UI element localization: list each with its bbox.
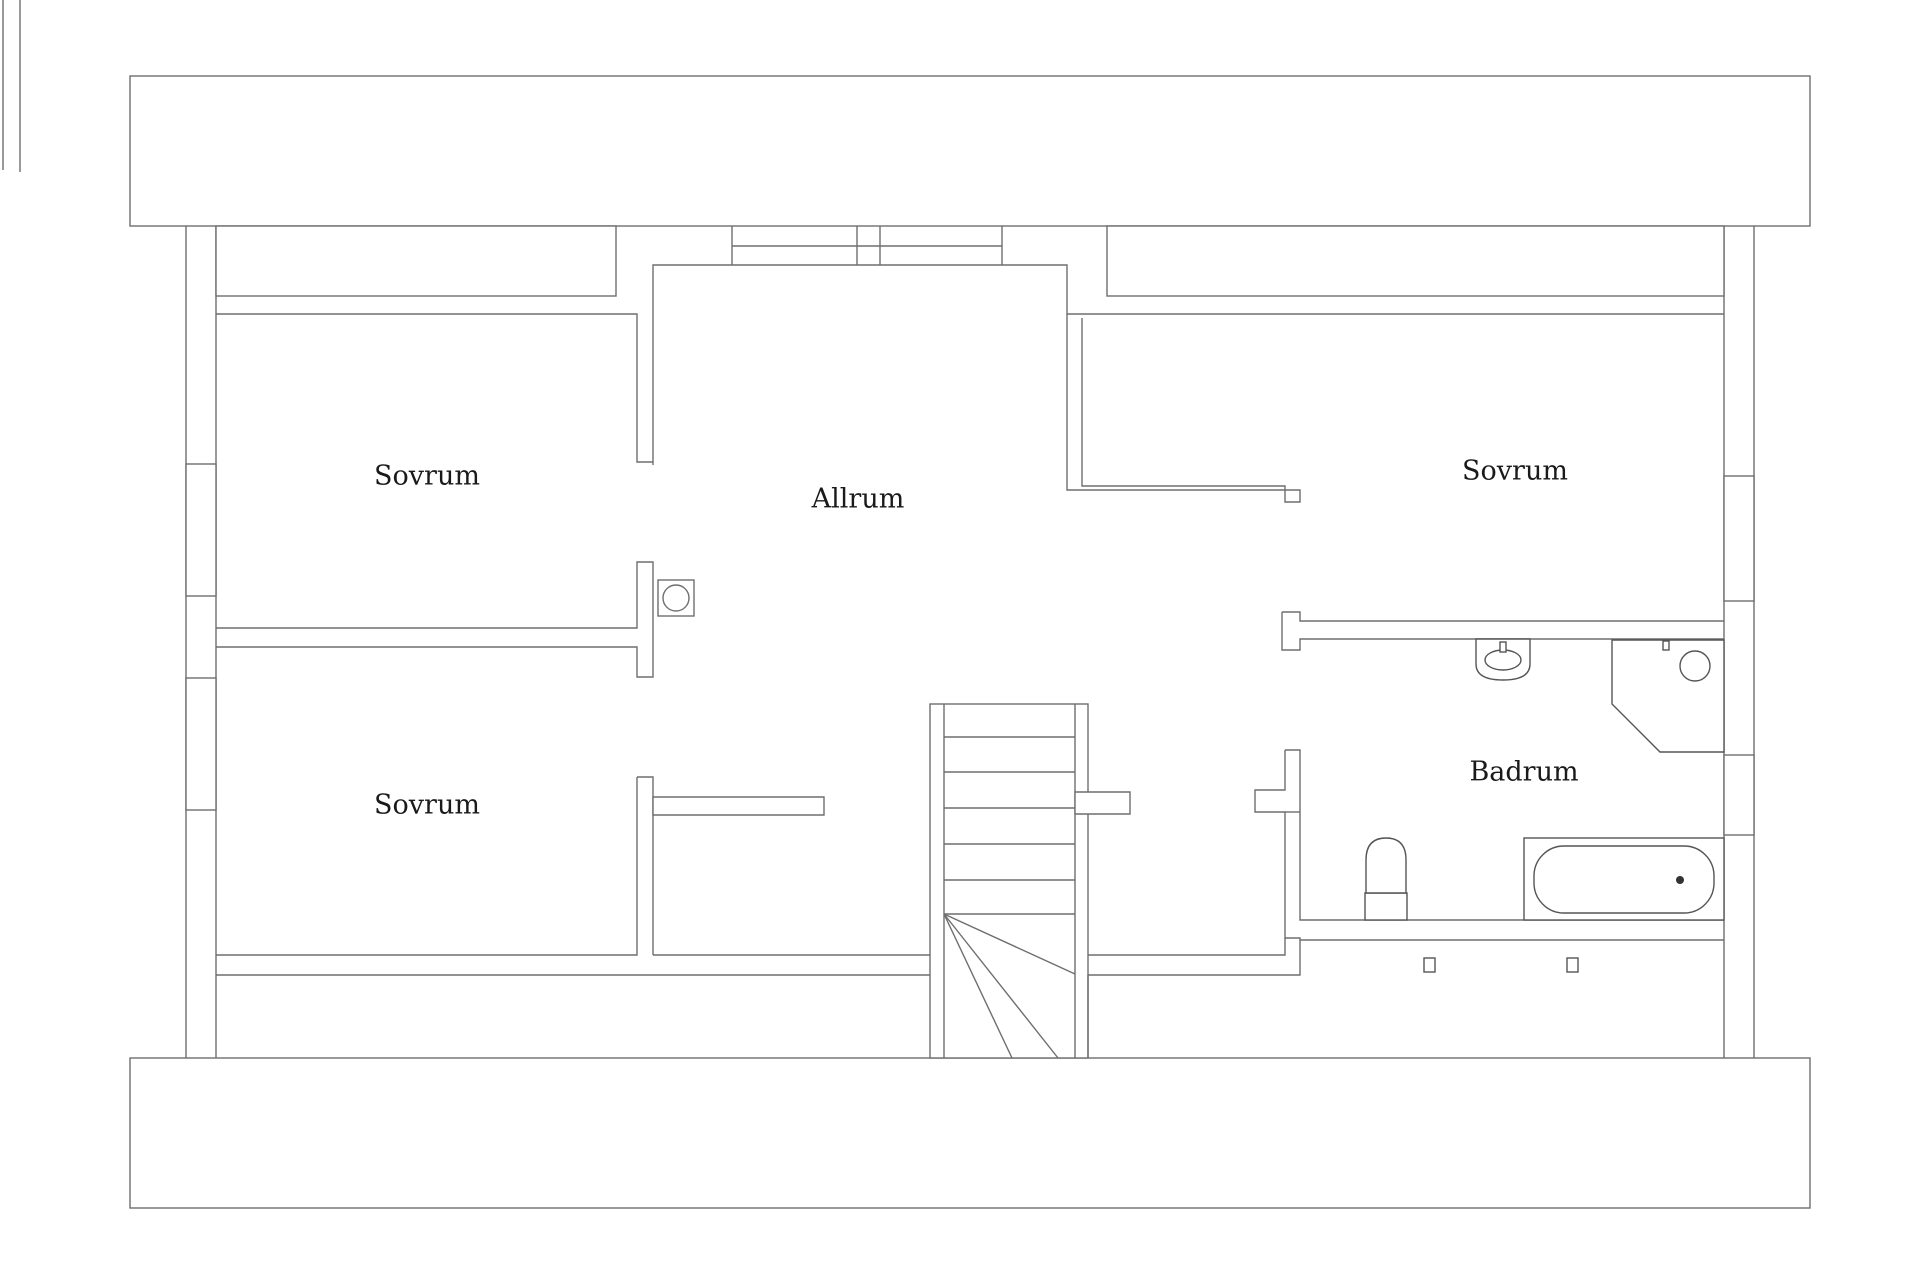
room-label-bathroom: Badrum: [1469, 757, 1578, 788]
dormer-window: [731, 226, 1003, 265]
bathroom-walls: [1254, 749, 1724, 941]
staircase: [929, 703, 1089, 1059]
bedroom-right: [1281, 313, 1724, 651]
bedroom-top-left: [216, 313, 654, 678]
washbasin: [1475, 638, 1531, 681]
room-label-bedroom-bottom-left: Sovrum: [374, 790, 480, 821]
roof-band-bottom: [129, 1057, 1811, 1209]
room-label-bedroom-top-left: Sovrum: [374, 461, 480, 492]
shower: [1611, 639, 1725, 753]
bedroom-bottom-left: [216, 776, 654, 956]
living-top-wall: [652, 264, 1300, 465]
side-windows: [185, 463, 1755, 836]
chimney: [657, 579, 695, 617]
roof-band-top: [129, 75, 1811, 227]
room-label-living: Allrum: [811, 484, 905, 515]
wall-stub-stairs: [1074, 791, 1131, 815]
corridor-wall-right: [1066, 314, 1301, 503]
storage-top-left: [215, 225, 617, 297]
lower-right-area: [1088, 938, 1301, 976]
room-label-bedroom-right: Sovrum: [1462, 456, 1568, 487]
toilet: [1364, 837, 1408, 921]
socket-1: [1423, 957, 1436, 973]
wall-stub-left: [652, 796, 825, 816]
edge-marks: [2, 0, 21, 172]
bathtub: [1523, 837, 1725, 921]
storage-top-right: [1106, 225, 1725, 297]
socket-2: [1566, 957, 1579, 973]
